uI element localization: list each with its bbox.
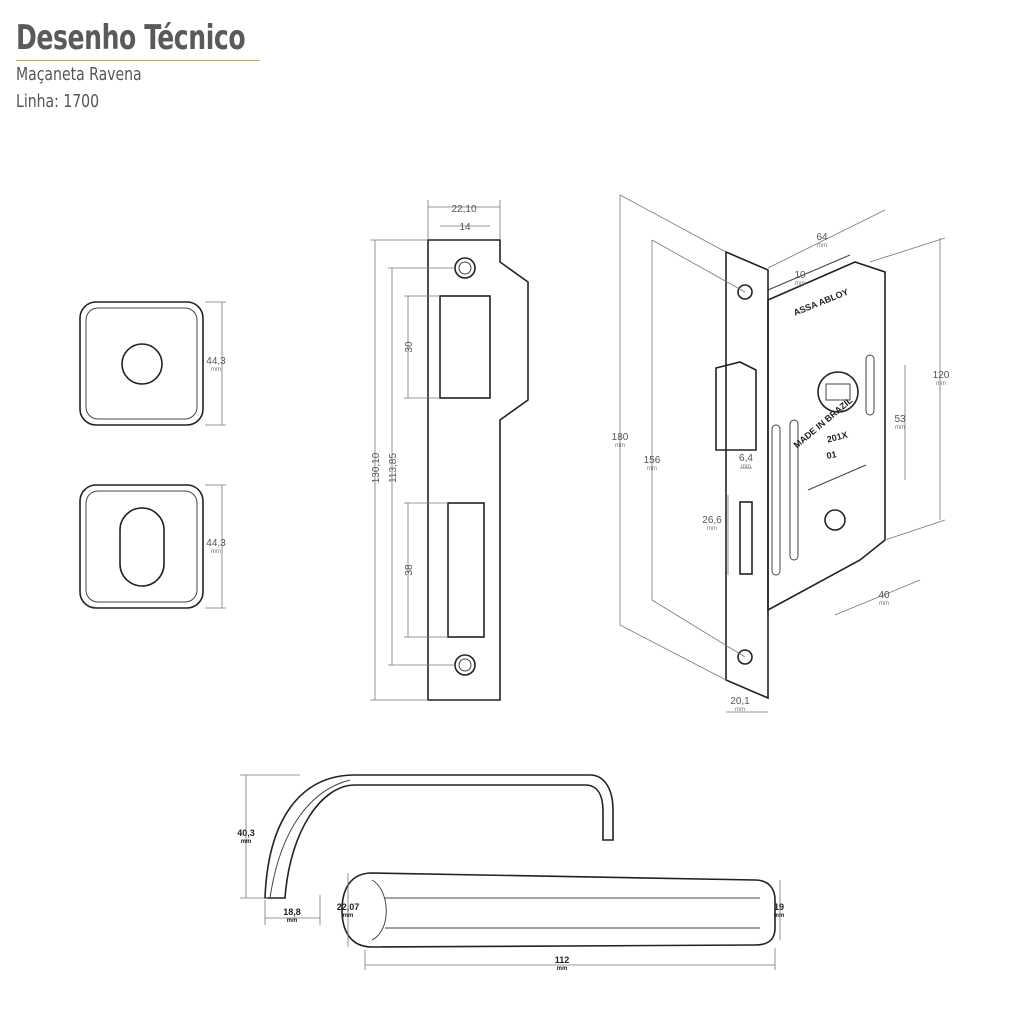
strike-plate: 22,10 14 130,10 113,85 30 38 — [370, 200, 529, 701]
svg-text:mm: mm — [741, 464, 751, 470]
strike-width-inner: 14 — [459, 222, 471, 233]
keyhole-rosette: 44,3 mm — [79, 484, 226, 609]
hole-spacing: 156 — [644, 455, 661, 466]
stamp-made-in: MADE IN BRAZIL — [792, 395, 855, 450]
faceplate-offset: 10 — [794, 270, 806, 281]
strike-width-total: 22,10 — [451, 204, 476, 215]
svg-text:mm: mm — [343, 913, 354, 919]
strike-upper-window: 30 — [404, 341, 415, 353]
title-underline — [16, 60, 260, 61]
svg-text:mm: mm — [735, 707, 745, 713]
keyhole-rosette-height: 44,3 — [206, 538, 226, 549]
strike-lower-window: 38 — [404, 564, 415, 576]
svg-text:mm: mm — [817, 243, 827, 249]
svg-text:mm: mm — [774, 913, 785, 919]
bolt-width: 6,4 — [739, 453, 753, 464]
svg-text:mm: mm — [241, 839, 252, 845]
body-height: 120 — [933, 370, 950, 381]
round-rosette: 44,3 mm — [79, 301, 226, 426]
svg-text:mm: mm — [211, 367, 221, 373]
svg-text:mm: mm — [707, 526, 717, 532]
product-name: Maçaneta Ravena — [16, 64, 142, 85]
strike-height-total: 130,10 — [371, 452, 382, 483]
faceplate-height: 180 — [612, 432, 629, 443]
backset: 40 — [878, 590, 890, 601]
stamp-code: 01 — [826, 449, 838, 461]
hub-to-cylinder: 53 — [894, 414, 906, 425]
stamp-model: 201X — [826, 430, 849, 445]
strike-hole-spacing: 113,85 — [388, 453, 399, 483]
grip-height: 22,07 — [337, 902, 360, 912]
round-rosette-height: 44,3 — [206, 356, 226, 367]
page-title: Desenho Técnico — [16, 18, 246, 58]
svg-text:mm: mm — [879, 601, 889, 607]
svg-text:mm: mm — [936, 381, 946, 387]
bolt-height: 26,6 — [702, 515, 722, 526]
stamp-brand: ASSA ABLOY — [792, 287, 850, 318]
svg-text:mm: mm — [287, 918, 298, 924]
svg-text:mm: mm — [615, 443, 625, 449]
handle-height: 40,3 — [237, 828, 255, 838]
svg-text:mm: mm — [557, 966, 568, 972]
svg-text:mm: mm — [895, 425, 905, 431]
handle-length: 112 — [555, 955, 570, 965]
svg-text:mm: mm — [211, 549, 221, 555]
tip-height: 19 — [774, 902, 784, 912]
product-line: Linha: 1700 — [16, 91, 100, 112]
faceplate-width: 20,1 — [730, 696, 750, 707]
header: Desenho Técnico Maçaneta Ravena Linha: 1… — [16, 18, 295, 115]
svg-text:mm: mm — [647, 466, 657, 472]
handle-neck: 18,8 — [283, 907, 301, 917]
lock-depth: 64 — [816, 232, 828, 243]
svg-text:mm: mm — [795, 281, 805, 287]
